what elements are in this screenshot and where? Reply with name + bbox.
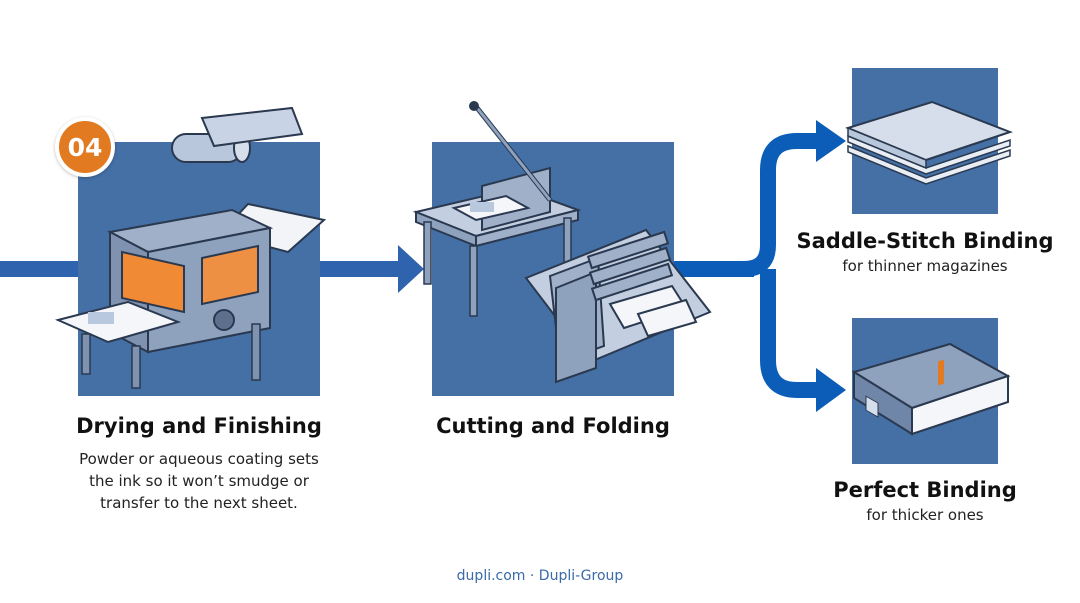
arrow-head-1 — [398, 245, 424, 293]
stage-1-description: Powder or aqueous coating sets the ink s… — [79, 450, 319, 512]
branch-1-title: Saddle-Stitch Binding — [796, 229, 1054, 253]
step-number-badge: 04 — [55, 117, 115, 177]
branch-stem — [674, 261, 754, 277]
branch-curve — [743, 133, 822, 398]
saddle-stitch-magazine-icon — [845, 100, 1013, 185]
footer-credit: dupli.com · Dupli-Group — [456, 568, 624, 584]
cutting-folding-machine-icon — [412, 101, 712, 384]
branch-arrow-head-bottom — [816, 368, 846, 412]
branch-arrow-head-top — [816, 120, 846, 162]
branch-2-subtitle: for thicker ones — [866, 506, 984, 524]
incoming-arrow-shaft — [0, 261, 80, 277]
perfect-bound-book-icon — [851, 342, 1011, 436]
stage-2-title: Cutting and Folding — [436, 414, 670, 438]
branch-2-title: Perfect Binding — [833, 478, 1017, 502]
drying-machine-icon — [54, 106, 327, 389]
branch-1-subtitle: for thinner magazines — [842, 257, 1008, 275]
stage-1-title: Drying and Finishing — [76, 414, 322, 438]
arrow-shaft-1 — [318, 261, 402, 277]
